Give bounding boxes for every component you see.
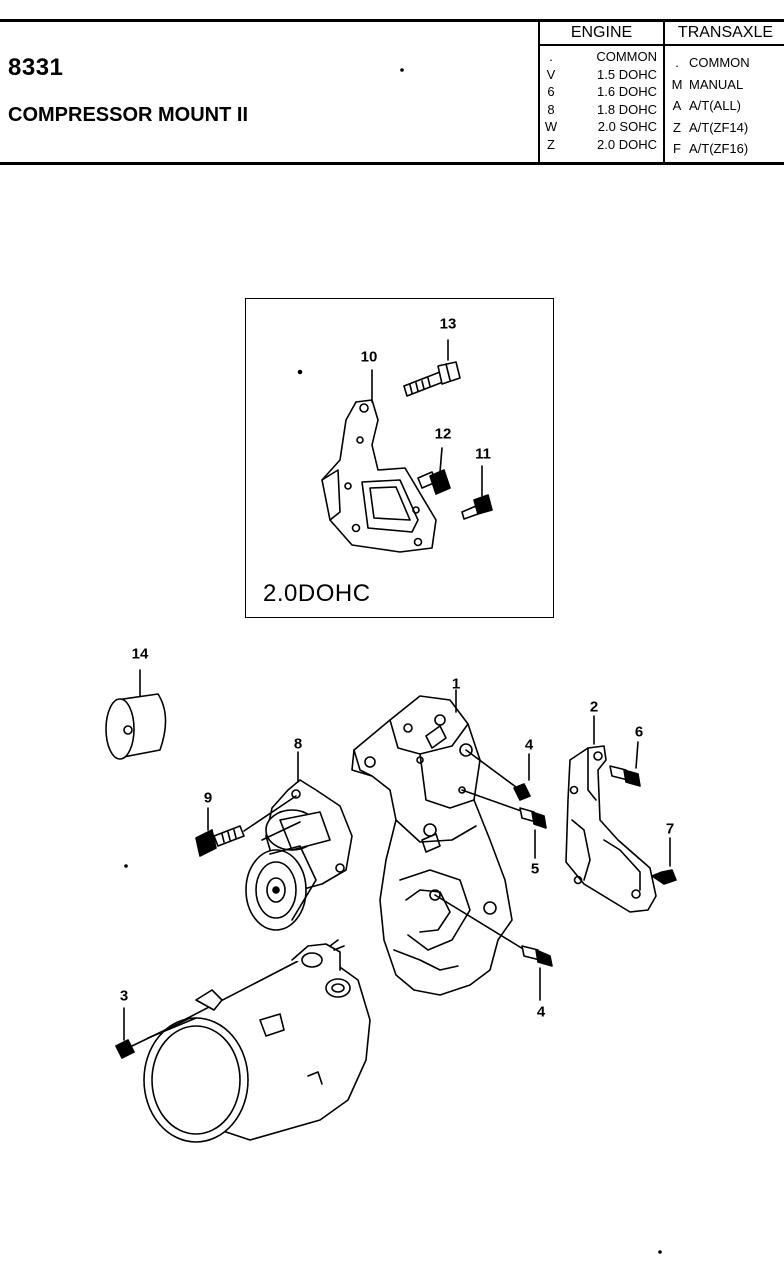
page-title: COMPRESSOR MOUNT II <box>8 104 249 126</box>
transaxle-value: COMMON <box>689 55 750 70</box>
leader-line-5 <box>461 789 525 813</box>
transaxle-value: A/T(ZF16) <box>689 141 749 156</box>
bolt-7 <box>651 837 677 885</box>
transaxle-row: F A/T(ZF16) <box>665 140 784 158</box>
bolt-9 <box>195 795 297 857</box>
bolt-5 <box>519 807 547 859</box>
engine-row: W 2.0 SOHC <box>540 118 663 136</box>
leader-line-4a <box>465 749 521 791</box>
transaxle-code: A <box>672 98 682 113</box>
inset-speck <box>297 369 303 375</box>
engine-row: 6 1.6 DOHC <box>540 83 663 101</box>
bolt-12 <box>417 469 451 495</box>
transaxle-value: A/T(ALL) <box>689 98 742 113</box>
transaxle-row: M MANUAL <box>665 76 784 94</box>
callout-8: 8 <box>293 735 303 753</box>
callout-14: 14 <box>131 645 149 663</box>
inset-frame <box>245 298 554 618</box>
engine-row: Z 2.0 DOHC <box>540 136 663 154</box>
callout-11: 11 <box>475 445 491 463</box>
header-bottom-rule <box>0 162 784 165</box>
callout-1: 1 <box>451 675 461 693</box>
callout-10: 10 <box>360 348 378 366</box>
callout-7: 7 <box>665 820 675 838</box>
engine-value: 2.0 DOHC <box>597 136 657 152</box>
leader-line-4b <box>434 894 529 953</box>
bolt-6 <box>609 741 641 787</box>
bolt-3 <box>115 1007 191 1059</box>
callout-6: 6 <box>634 723 644 741</box>
bolt-4-upper <box>513 753 531 801</box>
engine-legend-heading: ENGINE <box>540 22 663 46</box>
bolt-13 <box>403 361 461 397</box>
engine-code: Z <box>547 136 555 152</box>
bracket-1 <box>351 695 513 996</box>
engine-value: 1.5 DOHC <box>597 66 657 82</box>
bracket-2 <box>565 715 657 913</box>
callout-13: 13 <box>439 315 457 333</box>
callout-3: 3 <box>119 987 129 1005</box>
engine-code: W <box>544 119 558 134</box>
transaxle-legend: TRANSAXLE . COMMON M MANUAL A A/T(ALL) Z A/T… <box>663 22 784 162</box>
engine-row: 8 1.8 DOHC <box>540 101 663 119</box>
speck <box>124 864 128 868</box>
bolt-4-lower <box>521 945 553 1001</box>
transaxle-legend-heading: TRANSAXLE <box>665 22 784 46</box>
speck <box>658 1250 662 1254</box>
tensioner-8 <box>245 751 353 931</box>
engine-value: 2.0 SOHC <box>597 119 657 134</box>
transaxle-code: . <box>675 55 679 70</box>
bolt-11 <box>461 494 493 520</box>
callout-12: 12 <box>434 425 452 443</box>
transaxle-row: A A/T(ALL) <box>665 97 784 115</box>
speck <box>400 68 404 72</box>
transaxle-code: F <box>673 141 681 156</box>
callout-5: 5 <box>530 860 540 878</box>
engine-legend: ENGINE . COMMON V 1.5 DOHC 6 1.6 DOHC 8 1.8 … <box>538 22 663 162</box>
transaxle-row: Z A/T(ZF14) <box>665 119 784 137</box>
header-top-rule <box>0 19 784 22</box>
callout-2: 2 <box>589 698 599 716</box>
transaxle-row: . COMMON <box>665 54 784 72</box>
transaxle-code: M <box>671 76 683 92</box>
engine-code: 6 <box>547 84 555 99</box>
transaxle-value: MANUAL <box>689 76 744 92</box>
callout-9: 9 <box>203 789 213 807</box>
leader-12 <box>439 447 443 473</box>
engine-value: COMMON <box>596 49 657 64</box>
transaxle-value: A/T(ZF14) <box>689 119 749 135</box>
engine-value: 1.8 DOHC <box>597 101 657 117</box>
engine-code: 8 <box>547 101 555 117</box>
engine-code: . <box>549 49 553 64</box>
engine-code: V <box>546 66 556 82</box>
compressor <box>143 939 371 1143</box>
callout-4-upper: 4 <box>524 736 534 754</box>
callout-4-lower: 4 <box>536 1003 546 1021</box>
part-number: 8331 <box>8 54 64 81</box>
bushing-14 <box>105 669 167 760</box>
transaxle-code: Z <box>673 119 681 135</box>
engine-row: V 1.5 DOHC <box>540 66 663 84</box>
bracket-10 <box>321 399 437 553</box>
inset-label: 2.0DOHC <box>263 580 371 607</box>
engine-value: 1.6 DOHC <box>597 84 657 99</box>
engine-row: . COMMON <box>540 48 663 66</box>
